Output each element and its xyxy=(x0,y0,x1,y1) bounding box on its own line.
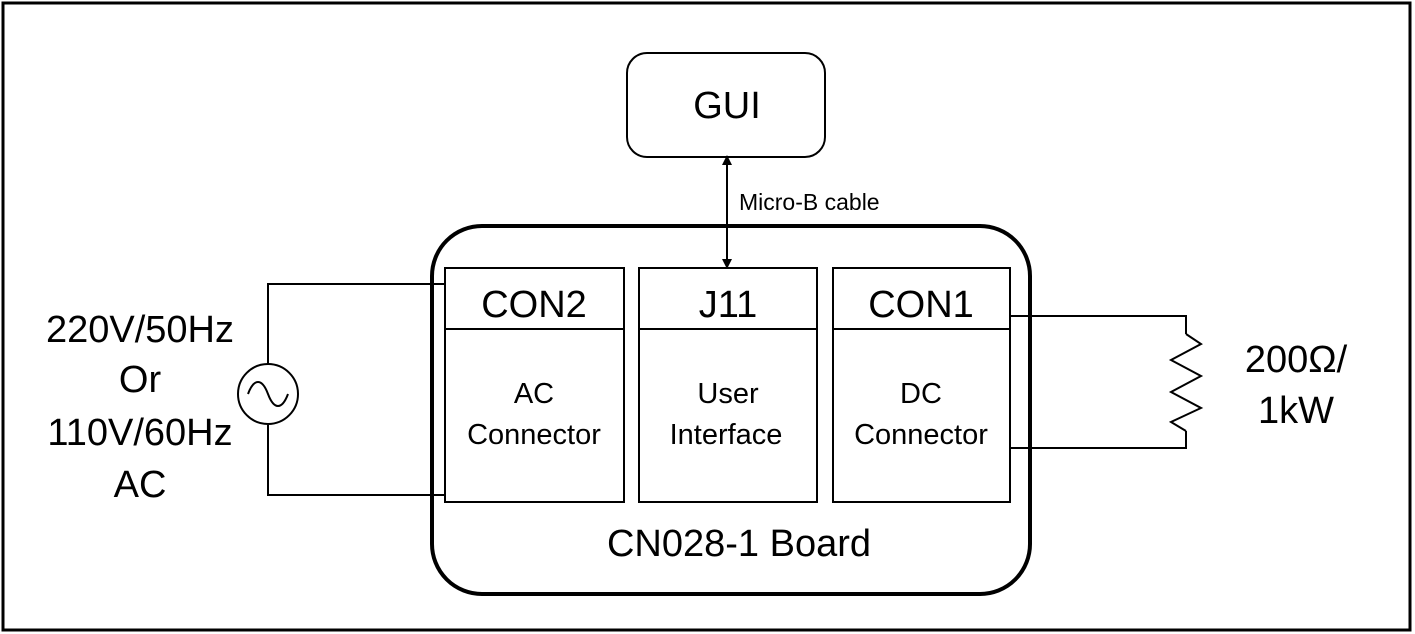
connector-j11: J11 User Interface xyxy=(638,267,818,503)
ac-wire-bottom xyxy=(267,425,445,496)
load-wire-top xyxy=(1010,315,1187,334)
ac-spec-line1: 220V/50Hz xyxy=(46,309,234,351)
usb-cable-link: Micro-B cable xyxy=(722,155,880,269)
ac-source-symbol xyxy=(237,363,299,425)
con2-desc-line1: AC xyxy=(514,378,554,410)
con2-desc-line2: Connector xyxy=(467,419,601,451)
con1-title: CON1 xyxy=(868,284,974,326)
board-label: CN028-1 Board xyxy=(607,523,871,565)
sine-wave-icon xyxy=(247,381,289,407)
resistor-icon xyxy=(1168,333,1204,432)
board-outline xyxy=(430,224,1032,596)
j11-box xyxy=(638,267,818,503)
cable-label: Micro-B cable xyxy=(739,189,880,215)
connector-con2: CON2 AC Connector xyxy=(444,267,625,503)
con1-desc-line2: Connector xyxy=(854,419,988,451)
ac-wire-top xyxy=(267,283,445,364)
j11-desc-line2: Interface xyxy=(670,419,783,451)
cn028-board: CN028-1 Board CON2 AC Connector J11 User… xyxy=(430,224,1032,596)
con1-desc-line1: DC xyxy=(900,378,942,410)
load-wire-bottom xyxy=(1010,431,1187,449)
load-spec-line1: 200Ω/ xyxy=(1245,339,1348,381)
con2-title: CON2 xyxy=(481,284,587,326)
ac-spec-line4: AC xyxy=(114,464,167,506)
j11-desc-line1: User xyxy=(697,378,759,410)
ac-spec-line2: Or xyxy=(119,359,162,401)
con1-box xyxy=(832,267,1011,503)
ac-source-circuit: 220V/50Hz Or 110V/60Hz AC xyxy=(46,283,445,506)
load-spec-line2: 1kW xyxy=(1258,390,1334,432)
connector-con1: CON1 DC Connector xyxy=(832,267,1011,503)
j11-title: J11 xyxy=(699,284,757,326)
con2-box xyxy=(444,267,625,503)
ac-spec-line3: 110V/60Hz xyxy=(47,412,232,454)
gui-block: GUI xyxy=(626,52,826,158)
gui-label: GUI xyxy=(693,85,761,127)
dc-load-circuit: 200Ω/ 1kW xyxy=(1010,315,1348,449)
